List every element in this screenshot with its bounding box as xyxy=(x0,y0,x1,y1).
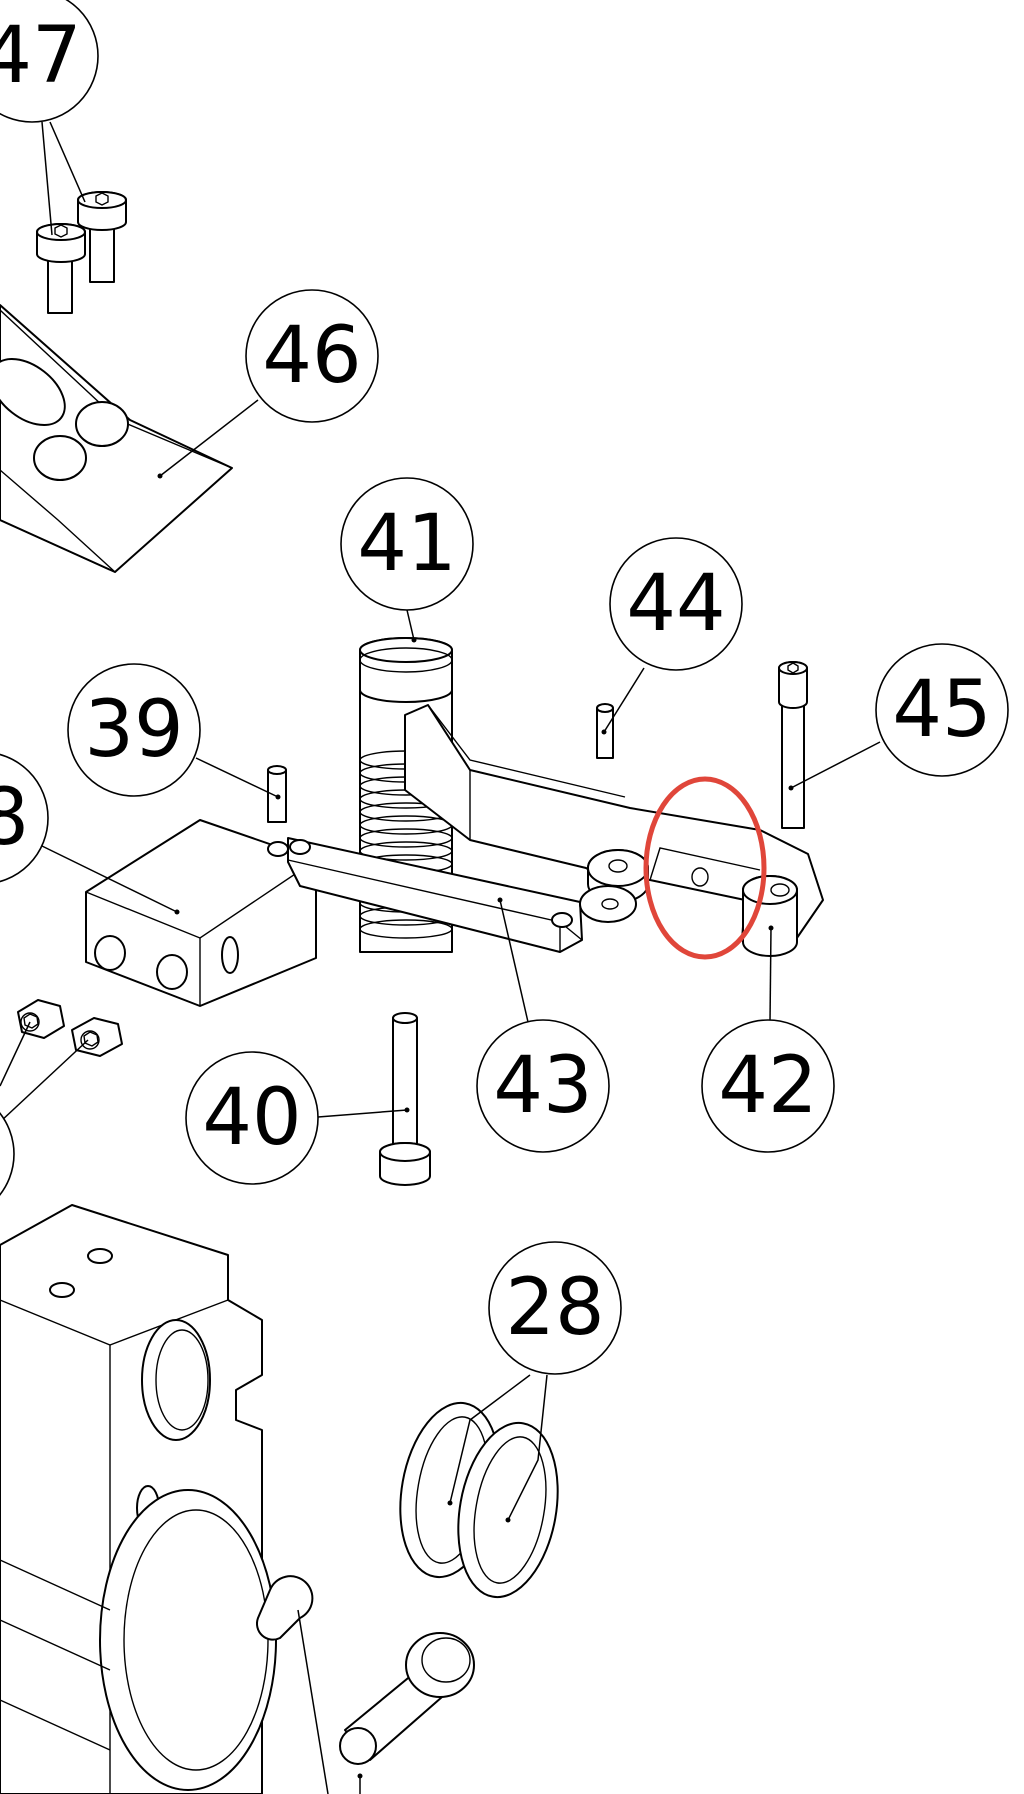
svg-text:40: 40 xyxy=(202,1073,301,1163)
balloon-43: 43 xyxy=(476,1019,610,1153)
hex-nuts xyxy=(17,999,123,1057)
balloon-41: 41 xyxy=(340,477,474,611)
svg-text:47: 47 xyxy=(0,11,82,101)
svg-text:43: 43 xyxy=(493,1041,592,1131)
svg-text:45: 45 xyxy=(892,665,991,755)
part-40-screw xyxy=(379,1012,431,1186)
leader-lines xyxy=(0,121,881,1794)
shaft-thread xyxy=(359,841,453,861)
part-38-block xyxy=(85,819,317,1007)
svg-text:28: 28 xyxy=(505,1263,604,1353)
balloon-47: 47 xyxy=(0,0,99,123)
balloon-partial-left xyxy=(0,1112,15,1196)
svg-text:44: 44 xyxy=(626,559,725,649)
balloon-39: 39 xyxy=(67,663,201,797)
balloon-42: 42 xyxy=(701,1019,835,1153)
balloon-40: 40 xyxy=(185,1051,319,1185)
part-46-plate xyxy=(0,304,233,573)
balloon-38: 8 xyxy=(0,753,49,883)
part-44-pin xyxy=(596,703,614,759)
main-housing xyxy=(0,1204,314,1794)
shaft-thread xyxy=(359,919,453,939)
highlight-circle xyxy=(643,776,767,960)
balloon-44: 44 xyxy=(609,537,743,671)
svg-text:46: 46 xyxy=(262,311,361,401)
part-28-orings xyxy=(399,1401,559,1599)
svg-text:41: 41 xyxy=(357,499,456,589)
svg-text:39: 39 xyxy=(84,685,183,775)
part-47-screws xyxy=(36,191,127,314)
shaft-thread xyxy=(359,828,453,848)
svg-text:42: 42 xyxy=(718,1041,817,1131)
balloon-28: 28 xyxy=(488,1241,622,1375)
bottom-screw xyxy=(339,1632,475,1779)
svg-text:8: 8 xyxy=(0,773,29,863)
balloon-46: 46 xyxy=(245,289,379,423)
part-45-screw xyxy=(778,661,808,829)
balloon-45: 45 xyxy=(875,643,1009,777)
